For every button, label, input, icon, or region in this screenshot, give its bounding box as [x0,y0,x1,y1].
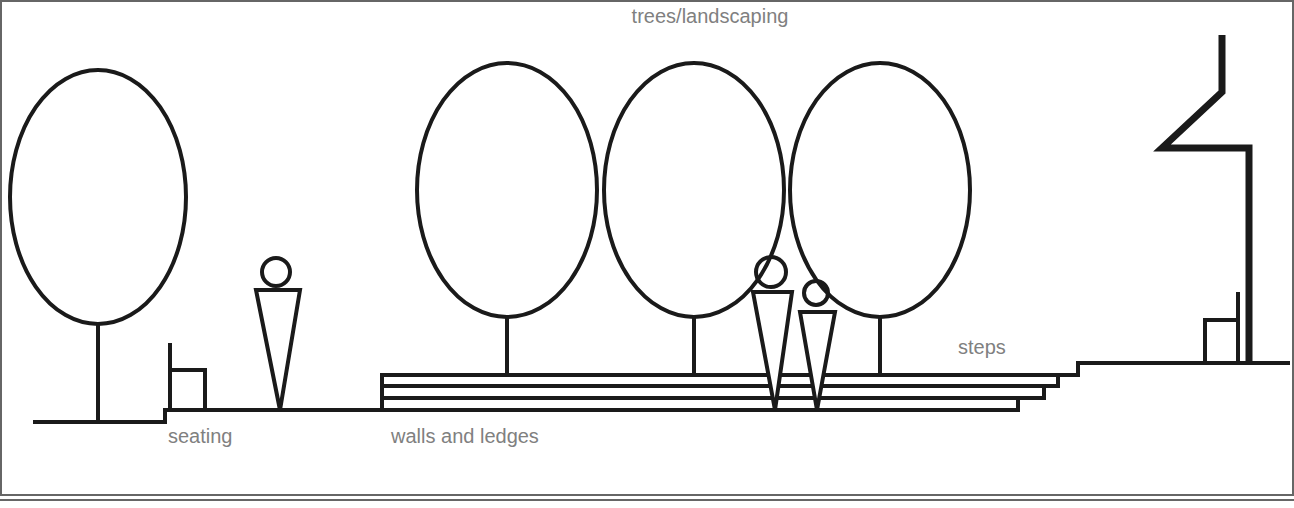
part-label: walls and ledges [391,424,539,448]
tree [604,63,784,375]
person-figure [800,281,835,410]
tree [10,70,186,422]
frame-rule [0,499,1294,501]
part-label: seating [168,424,233,448]
part-label: steps [958,335,1006,359]
seat [1205,320,1238,363]
frame-border [1,1,1293,495]
tree [417,63,597,375]
seat-back [168,343,172,410]
heading-label: trees/landscaping [632,4,789,28]
steps-ledges [382,363,1290,410]
seat-back [1236,292,1240,363]
seat [170,370,205,410]
building-outline [1162,35,1249,363]
person-figure [753,257,792,410]
ground-line [33,410,382,422]
person-figure [256,258,300,410]
